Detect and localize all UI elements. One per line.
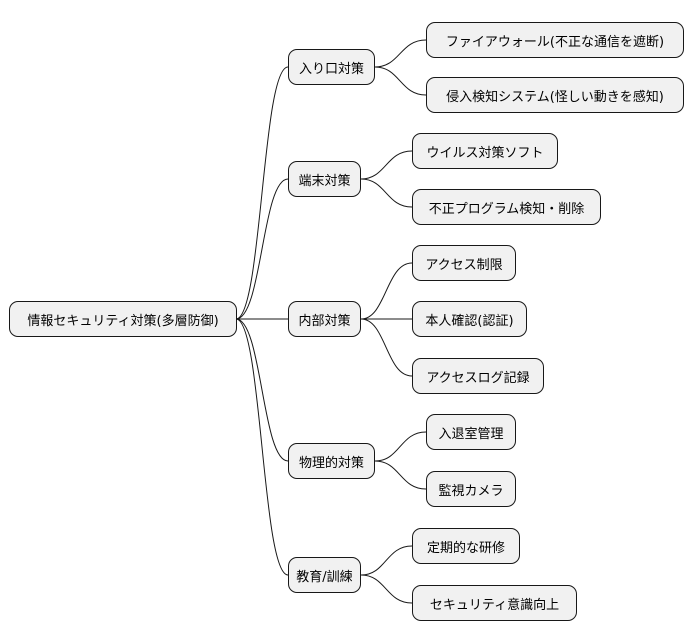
leaf-node-camera: 監視カメラ: [426, 471, 516, 507]
connector-root-b4: [235, 318, 289, 576]
connector-b4-c0: [360, 545, 413, 576]
connector-b1-c0: [360, 150, 413, 180]
connector-b2-c0: [360, 262, 413, 320]
leaf-node-authentication: 本人確認(認証): [412, 301, 527, 337]
connector-b0-c0: [374, 39, 427, 68]
leaf-node-malware-detect: 不正プログラム検知・削除: [412, 189, 601, 225]
leaf-node-antivirus: ウイルス対策ソフト: [412, 133, 558, 169]
connector-b2-c2: [360, 318, 413, 377]
branch-node-education: 教育/訓練: [288, 557, 361, 593]
connector-root-b1: [235, 178, 289, 320]
connector-b4-c1: [360, 574, 413, 604]
branch-node-physical: 物理的対策: [288, 443, 375, 479]
connector-b0-c1: [374, 66, 427, 96]
leaf-node-access-log: アクセスログ記録: [412, 358, 544, 394]
connector-b1-c1: [360, 178, 413, 208]
leaf-node-awareness: セキュリティ意識向上: [412, 585, 577, 621]
leaf-node-ids: 侵入検知システム(怪しい動きを感知): [426, 77, 684, 113]
leaf-node-firewall: ファイアウォール(不正な通信を遮断): [426, 22, 684, 58]
connector-root-b3: [235, 318, 289, 462]
leaf-node-room-access: 入退室管理: [426, 414, 516, 450]
leaf-node-access-restriction: アクセス制限: [412, 245, 516, 281]
branch-node-entrance: 入り口対策: [288, 49, 375, 85]
branch-node-internal: 内部対策: [288, 301, 361, 337]
connector-b3-c1: [374, 460, 427, 490]
connector-root-b0: [235, 66, 289, 320]
connector-b3-c0: [374, 431, 427, 462]
branch-node-endpoint: 端末対策: [288, 161, 361, 197]
leaf-node-training: 定期的な研修: [412, 528, 520, 564]
root-node: 情報セキュリティ対策(多層防御): [9, 301, 237, 337]
